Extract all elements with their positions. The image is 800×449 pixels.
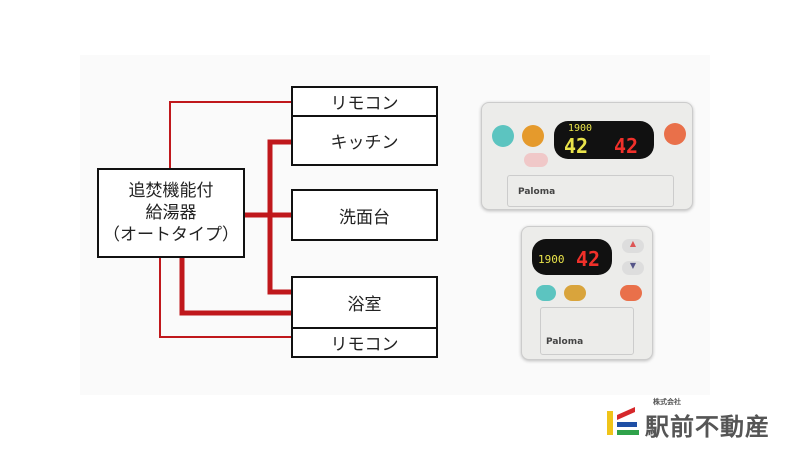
water-heater-box: 追焚機能付 給湯器 （オートタイプ） [97,168,245,258]
lid [540,307,634,355]
lid [507,175,674,207]
bathroom-box: 浴室 [291,276,438,329]
heater-label-3: （オートタイプ） [103,225,239,245]
kitchen-temp-left: 42 [564,134,589,158]
call-button-icon [536,285,556,301]
kitchen-label: キッチン [330,133,399,153]
washstand-box: 洗面台 [291,189,438,241]
thin-line-remote-top [169,101,291,168]
remote-bottom-label: リモコン [330,335,399,355]
thin-line-remote-bottom [159,258,291,338]
bath-button-icon [664,123,686,145]
auto-button-icon [564,285,586,301]
power-button-icon [620,285,642,301]
kitchen-box: キッチン [291,115,438,166]
thick-line-bath [179,258,291,316]
company-name: 駅前不動産 [645,413,770,441]
kitchen-brand: Paloma [518,187,556,197]
call-button-icon [492,125,514,147]
logo-mark-icon [607,407,639,435]
kitchen-display: 1900 42 42 [554,121,654,159]
bath-display: 1900 42 [532,239,612,275]
up-arrow-icon: ▲ [622,239,644,253]
remote-bottom-box: リモコン [291,327,438,358]
heater-label-1: 追焚機能付 [128,181,214,201]
down-arrow-icon: ▼ [622,261,644,275]
heater-label-2: 給湯器 [145,203,197,223]
remote-top-label: リモコン [330,94,399,114]
company-logo: 株式会社 駅前不動産 [607,398,787,441]
button-icon [524,153,548,167]
kitchen-remote-photo: 1900 42 42 Paloma [481,102,693,210]
bath-time: 1900 [538,253,565,266]
power-button-icon [522,125,544,147]
kitchen-temp-right: 42 [614,134,639,158]
bath-temp: 42 [576,247,601,271]
remote-top-box: リモコン [291,86,438,117]
kitchen-time: 1900 [568,123,593,134]
washstand-label: 洗面台 [339,207,390,228]
bathroom-label: 浴室 [347,295,382,315]
thick-line-kitchen-bath [267,139,291,295]
bath-brand: Paloma [546,337,584,347]
bath-remote-photo: 1900 42 ▲ ▼ Paloma [521,226,653,360]
company-prefix: 株式会社 [653,398,681,406]
